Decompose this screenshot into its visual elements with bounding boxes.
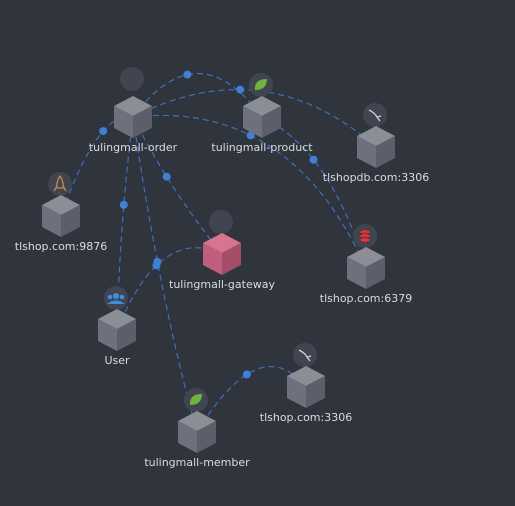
edge-product-redis[interactable] <box>261 116 367 269</box>
edge-order-gateway[interactable] <box>132 116 223 255</box>
user-head <box>107 294 113 300</box>
node-tlshop-9876[interactable]: tlshop.com:9876 <box>15 172 107 253</box>
node-label: tlshop.com:3306 <box>260 411 352 424</box>
cube-right-face <box>376 136 395 168</box>
cube-right-face <box>366 257 385 289</box>
cube-left-face <box>347 257 366 289</box>
edge-order-member[interactable] <box>132 116 198 433</box>
redis-layer <box>357 236 373 244</box>
cube-right-face <box>222 243 241 275</box>
node-label: tlshop.com:9876 <box>15 240 107 253</box>
cube-left-face <box>243 106 262 138</box>
edge-dot-order-redis[interactable] <box>246 131 255 140</box>
node-gateway[interactable]: tulingmall-gateway <box>169 210 275 291</box>
cube-left-face <box>203 243 222 275</box>
node-order[interactable]: tulingmall-order <box>89 67 178 154</box>
edge-dot-user-gateway[interactable] <box>152 261 161 270</box>
cube-right-face <box>262 106 281 138</box>
node-label: tulingmall-member <box>144 456 250 469</box>
cube-right-face <box>117 319 136 351</box>
cube-left-face <box>287 376 306 408</box>
edge-order-es[interactable] <box>60 116 134 217</box>
node-label: User <box>104 354 130 367</box>
node-product[interactable]: tulingmall-product <box>211 73 313 154</box>
cube-right-face <box>133 106 152 138</box>
edge-dot-order-tlshopdb[interactable] <box>236 85 245 94</box>
edge-dot-order-es[interactable] <box>99 127 108 136</box>
edge-order-product[interactable] <box>132 72 263 118</box>
dolphin-shape <box>368 109 382 122</box>
node-label: tulingmall-gateway <box>169 278 275 291</box>
cube-left-face <box>114 106 133 138</box>
cube-left-face <box>178 421 197 453</box>
cube-left-face <box>357 136 376 168</box>
node-label: tlshop.com:6379 <box>320 292 412 305</box>
cube-left-face <box>98 319 117 351</box>
edge-dot-order-user[interactable] <box>119 200 128 209</box>
node-tlshopdb[interactable]: tlshopdb.com:3306 <box>323 103 429 184</box>
node-label: tulingmall-order <box>89 141 178 154</box>
cube-right-face <box>61 205 80 237</box>
nodes-layer: tulingmall-order tulingmall-product tlshop… <box>15 67 429 469</box>
node-tlshop-3306[interactable]: tlshop.com:3306 <box>260 343 352 424</box>
edge-order-user[interactable] <box>116 116 134 331</box>
user-head <box>119 294 125 300</box>
spring-leaf-shape <box>254 79 267 90</box>
dolphin-shape <box>298 349 312 362</box>
node-label: tlshopdb.com:3306 <box>323 171 429 184</box>
cube-right-face <box>306 376 325 408</box>
rocket-shape <box>53 174 67 192</box>
cube-right-face <box>197 421 216 453</box>
node-member[interactable]: tulingmall-member <box>144 388 250 469</box>
none-circle-icon <box>209 210 233 234</box>
node-user[interactable]: User <box>98 286 136 367</box>
user-head <box>113 293 119 299</box>
edge-dot-product-redis[interactable] <box>309 155 318 164</box>
node-redis[interactable]: tlshop.com:6379 <box>320 224 412 305</box>
edge-dot-member-mysql2[interactable] <box>242 370 251 379</box>
none-circle-icon <box>120 67 144 91</box>
edge-dot-order-gateway[interactable] <box>162 172 171 181</box>
node-label: tulingmall-product <box>211 141 313 154</box>
spring-leaf-shape <box>189 394 202 405</box>
cube-left-face <box>42 205 61 237</box>
edge-dot-order-product[interactable] <box>183 70 192 79</box>
edge-member-mysql2[interactable] <box>196 366 307 433</box>
users-body <box>107 300 125 304</box>
edge-order-redis[interactable] <box>132 114 367 269</box>
